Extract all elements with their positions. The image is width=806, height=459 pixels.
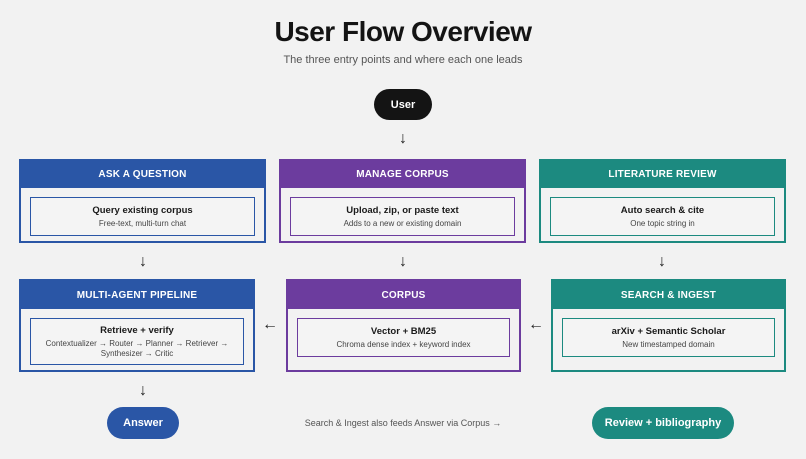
literature-review-detail-sub: One topic string in <box>630 218 695 228</box>
manage-corpus-title: MANAGE CORPUS <box>281 161 524 188</box>
multi-agent-pipeline-detail-title: Retrieve + verify <box>100 324 174 336</box>
literature-review-card: LITERATURE REVIEW Auto search & cite One… <box>539 159 786 243</box>
literature-review-title: LITERATURE REVIEW <box>541 161 784 188</box>
search-ingest-detail-title: arXiv + Semantic Scholar <box>611 325 726 337</box>
page-title: User Flow Overview <box>274 16 532 47</box>
manage-corpus-detail-sub: Adds to a new or existing domain <box>343 218 462 228</box>
arrow-down-icon: ↓ <box>658 253 666 270</box>
corpus-detail-sub: Chroma dense index + keyword index <box>336 339 471 349</box>
search-ingest-detail-sub: New timestamped domain <box>622 339 715 349</box>
corpus-card: CORPUS Vector + BM25 Chroma dense index … <box>286 279 521 372</box>
ask-question-detail-sub: Free-text, multi-turn chat <box>98 218 187 228</box>
arrow-left-icon: ← <box>262 316 278 333</box>
ask-question-detail-title: Query existing corpus <box>92 204 193 216</box>
review-bibliography-node: Review + bibliography <box>592 407 734 439</box>
user-start-node: User <box>374 89 432 120</box>
manage-corpus-card: MANAGE CORPUS Upload, zip, or paste text… <box>279 159 526 243</box>
arrow-down-icon: ↓ <box>139 253 147 270</box>
arrow-down-icon: ↓ <box>139 382 147 399</box>
multi-agent-pipeline-detail-sub: Contextualizer → Router → Planner → Retr… <box>45 338 229 358</box>
manage-corpus-detail-title: Upload, zip, or paste text <box>346 204 459 216</box>
multi-agent-pipeline-card: MULTI-AGENT PIPELINE Retrieve + verify C… <box>19 279 255 372</box>
arrow-down-icon: ↓ <box>399 253 407 270</box>
ask-question-title: ASK A QUESTION <box>21 161 264 188</box>
multi-agent-pipeline-detail: Retrieve + verify Contextualizer → Route… <box>30 318 244 365</box>
corpus-detail-title: Vector + BM25 <box>370 325 437 337</box>
search-ingest-card: SEARCH & INGEST arXiv + Semantic Scholar… <box>551 279 786 372</box>
literature-review-detail: Auto search & cite One topic string in <box>550 197 775 236</box>
ask-question-detail: Query existing corpus Free-text, multi-t… <box>30 197 255 236</box>
search-ingest-title: SEARCH & INGEST <box>553 281 784 309</box>
corpus-detail: Vector + BM25 Chroma dense index + keywo… <box>297 318 510 357</box>
manage-corpus-detail: Upload, zip, or paste text Adds to a new… <box>290 197 515 236</box>
arrow-left-icon: ← <box>528 316 544 333</box>
search-ingest-note: Search & Ingest also feeds Answer via Co… <box>304 418 502 428</box>
corpus-title: CORPUS <box>288 281 519 309</box>
page-subtitle: The three entry points and where each on… <box>283 54 523 66</box>
search-ingest-detail: arXiv + Semantic Scholar New timestamped… <box>562 318 775 357</box>
ask-question-card: ASK A QUESTION Query existing corpus Fre… <box>19 159 266 243</box>
multi-agent-pipeline-title: MULTI-AGENT PIPELINE <box>21 281 253 309</box>
answer-node: Answer <box>107 407 179 439</box>
literature-review-detail-title: Auto search & cite <box>620 204 705 216</box>
arrow-down-icon: ↓ <box>399 130 407 147</box>
